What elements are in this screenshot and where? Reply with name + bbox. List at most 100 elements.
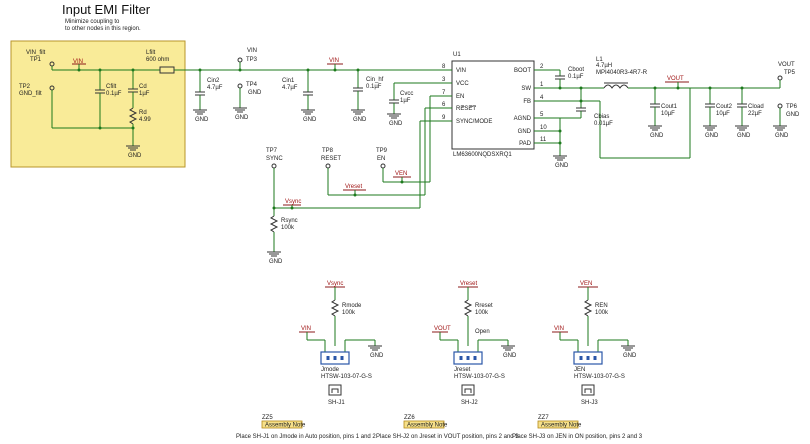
jumper-resistor-val: 100k (342, 310, 356, 316)
assembly-note-text: Place SH-J2 on Jreset in VOUT position, … (376, 434, 519, 440)
ic-pin-name-right: GND (518, 129, 532, 135)
tp3-label: TP3 (246, 57, 258, 63)
tp6-label: TP6 (786, 104, 798, 110)
cout1-ref: Cout1 (661, 104, 678, 110)
ic-pin-num-left: 9 (442, 115, 446, 121)
ic-pin-num-right: 10 (540, 125, 547, 131)
jumper-ref: Jreset (454, 367, 471, 373)
jumper-pullup-resistor (330, 299, 340, 317)
tp4-gnd-label: GND (248, 90, 262, 96)
tp9-label: TP9 (376, 148, 388, 154)
vin-filt-label: VIN_filt (26, 50, 46, 56)
ven-net-flag: VEN (395, 171, 407, 177)
cbias-val: 0.01µF (594, 121, 613, 127)
jumper-part: HTSW-103-07-G-S (574, 374, 625, 380)
tp5-label: TP5 (784, 70, 796, 76)
ic-pin-name-left: SYNC/MODE (456, 119, 492, 125)
cvcc-ref: Cvcc (400, 91, 413, 97)
tp5-pad[interactable] (777, 75, 783, 81)
gnd-symbol-tp4: GND (235, 115, 249, 121)
jumper-block-1: VsyncRmode100kVINGNDJmodeHTSW-103-07-G-S… (236, 281, 384, 440)
tp7-pad[interactable] (271, 163, 277, 169)
tp3-net: VIN (247, 48, 257, 54)
page-title: Input EMI Filter (62, 2, 151, 17)
assembly-note-text: Place SH-J3 on JEN in ON position, pins … (512, 434, 643, 440)
assembly-zz-ref: ZZ5 (262, 415, 273, 421)
cfilt-val: 0.1µF (106, 91, 122, 97)
gnd-symbol-cvcc: GND (389, 121, 403, 127)
ic-pin-name-left: RESET (456, 106, 476, 112)
rd-resistor (128, 107, 138, 125)
vfilt-net-flag: VIN (73, 59, 83, 65)
gnd-symbol-cinhf: GND (353, 117, 367, 123)
ic-pin-num-right: 2 (540, 64, 544, 70)
tp6-pad[interactable] (777, 103, 783, 109)
ic-pin-num-left: 7 (442, 90, 446, 96)
cd-val: 1µF (139, 91, 150, 97)
jumper-pull-net: VEN (580, 281, 592, 287)
gnd-filt-label: GND_filt (19, 91, 42, 97)
cin2-ref: Cin2 (207, 78, 220, 84)
l1-val: 4.7µH (596, 63, 612, 69)
subtitle-line-2: to other nodes in this region. (65, 26, 141, 32)
vin-net-flag-rail: VIN (329, 58, 339, 64)
ic-pin-num-right: 4 (540, 95, 544, 101)
jumper-pin (326, 356, 330, 360)
tp5-net: VOUT (778, 62, 795, 68)
cout2-ref: Cout2 (716, 104, 733, 110)
assembly-note-label: Assembly Note (541, 423, 582, 429)
tp9-pad[interactable] (380, 163, 386, 169)
l1-part: MPI4040R3-4R7-R (596, 70, 648, 76)
ic-pin-name-right: BOOT (514, 68, 531, 74)
tp9-net: EN (377, 156, 385, 162)
tp1-label: TP1 (30, 57, 42, 63)
jumper-resistor-val: 100k (475, 310, 489, 316)
jumper-side-net: VIN (554, 326, 564, 332)
gnd-symbol-filter: GND (128, 153, 142, 159)
ic-u1-body (451, 60, 535, 150)
ic-pin-name-right: SW (521, 86, 531, 92)
jumper-pin (340, 356, 344, 360)
shunt-ref: SH-J1 (328, 400, 345, 406)
l1-inductor (603, 84, 629, 89)
ic-pin-name-right: PAD (519, 141, 532, 147)
tp8-pad[interactable] (325, 163, 331, 169)
jumper-part: HTSW-103-07-G-S (321, 374, 372, 380)
ic-pin-name-right: AGND (514, 116, 532, 122)
cboot-ref: Cboot (568, 67, 584, 73)
jumper-pin (586, 356, 590, 360)
tp4-pad[interactable] (237, 83, 243, 89)
rd-val: 4.99 (139, 117, 151, 123)
ic-pin-name-left: VCC (456, 81, 469, 87)
tp7-label: TP7 (266, 148, 278, 154)
jumper-pullup-resistor (463, 299, 473, 317)
lfilt-val: 600 ohm (146, 57, 169, 63)
gnd-symbol-cload: GND (737, 133, 751, 139)
shunt-body[interactable] (581, 384, 595, 396)
shunt-ref: SH-J2 (461, 400, 478, 406)
jumper-pullup-resistor (583, 299, 593, 317)
jumper-resistor-ref: REN (595, 303, 608, 309)
tp8-net: RESET (321, 156, 341, 162)
assembly-zz-ref: ZZ6 (404, 415, 415, 421)
vout-net-flag: VOUT (667, 76, 684, 82)
jumper-gnd-label: GND (370, 353, 384, 359)
ic-part: LM63600NQDSXRQ1 (453, 152, 512, 158)
tp3-pad[interactable] (237, 57, 243, 63)
jumper-pin (593, 356, 597, 360)
rsync-val: 100k (281, 225, 295, 231)
jumper-pull-net: Vreset (460, 281, 477, 287)
shunt-body[interactable] (328, 384, 342, 396)
jumper-pull-net: Vsync (327, 281, 343, 287)
gnd-symbol-rsync: GND (269, 259, 283, 265)
jumper-pin (473, 356, 477, 360)
jumper-side-net: VIN (301, 326, 311, 332)
jumper-gnd-label: GND (503, 353, 517, 359)
cboot-val: 0.1µF (568, 74, 584, 80)
assembly-note-box (261, 420, 303, 429)
cin1-val: 4.7µF (282, 85, 298, 91)
shunt-body[interactable] (461, 384, 475, 396)
jumper-pin (579, 356, 583, 360)
assembly-note-label: Assembly Note (265, 423, 306, 429)
jumper-gnd-label: GND (623, 353, 637, 359)
